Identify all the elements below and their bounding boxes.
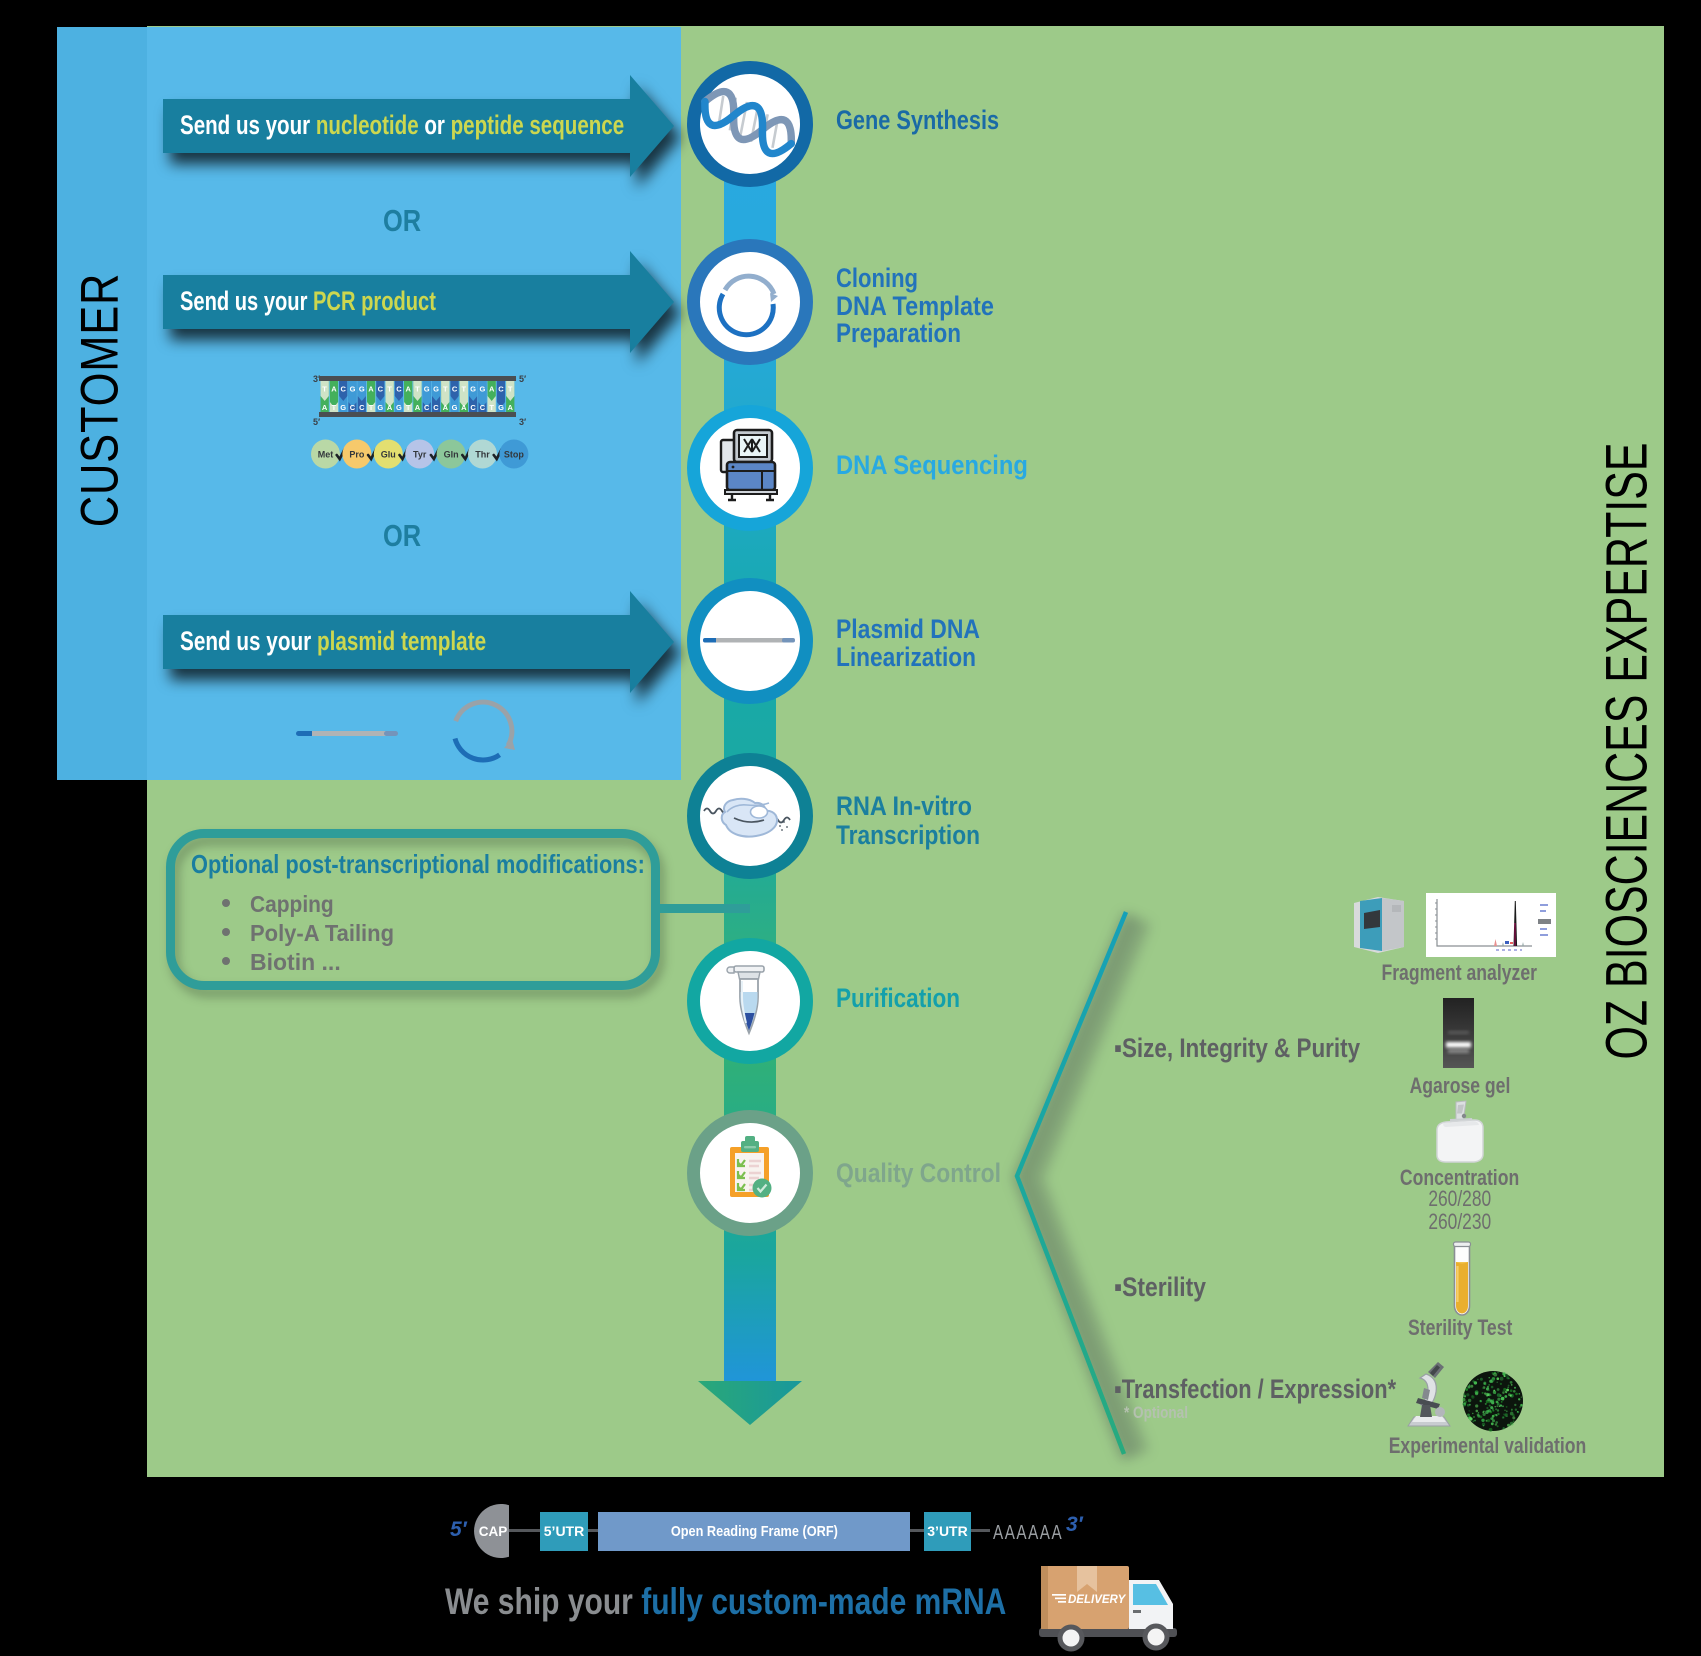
svg-text:T: T	[462, 385, 467, 394]
svg-text:T: T	[406, 403, 411, 412]
svg-text:A: A	[443, 403, 449, 412]
svg-text:G: G	[350, 385, 356, 394]
svg-text:T: T	[369, 403, 374, 412]
svg-text:Glu: Glu	[381, 450, 396, 460]
svg-text:3′: 3′	[313, 374, 320, 384]
svg-text:T: T	[489, 403, 494, 412]
svg-text:T: T	[332, 403, 337, 412]
svg-text:Stop: Stop	[504, 450, 524, 460]
svg-text:C: C	[433, 403, 439, 412]
svg-text:A: A	[415, 403, 421, 412]
svg-text:G: G	[452, 403, 458, 412]
svg-text:G: G	[396, 403, 402, 412]
svg-text:Thr: Thr	[475, 450, 490, 460]
svg-text:C: C	[350, 403, 356, 412]
svg-text:T: T	[415, 385, 420, 394]
svg-text:A: A	[322, 403, 328, 412]
svg-text:C: C	[452, 385, 458, 394]
svg-text:G: G	[377, 403, 383, 412]
svg-text:T: T	[508, 385, 513, 394]
svg-text:C: C	[378, 385, 384, 394]
svg-text:Gln: Gln	[444, 450, 459, 460]
svg-text:G: G	[424, 385, 430, 394]
svg-text:A: A	[387, 403, 393, 412]
svg-text:C: C	[424, 403, 430, 412]
svg-text:C: C	[359, 403, 365, 412]
svg-text:A: A	[331, 385, 337, 394]
svg-text:Met: Met	[318, 450, 334, 460]
svg-text:G: G	[433, 385, 439, 394]
svg-text:T: T	[322, 385, 327, 394]
svg-text:A: A	[368, 385, 374, 394]
svg-text:C: C	[498, 385, 504, 394]
svg-text:G: G	[479, 385, 485, 394]
svg-text:A: A	[507, 403, 513, 412]
svg-text:3′: 3′	[519, 417, 526, 427]
svg-text:Pro: Pro	[349, 450, 365, 460]
svg-text:Tyr: Tyr	[413, 450, 427, 460]
svg-text:G: G	[470, 385, 476, 394]
svg-text:C: C	[480, 403, 486, 412]
svg-text:G: G	[359, 385, 365, 394]
svg-text:G: G	[498, 403, 504, 412]
svg-text:C: C	[396, 385, 402, 394]
svg-text:A: A	[405, 385, 411, 394]
svg-text:5′: 5′	[519, 374, 526, 384]
svg-text:A: A	[461, 403, 467, 412]
svg-text:CAP: CAP	[479, 1524, 508, 1539]
svg-text:G: G	[340, 403, 346, 412]
svg-text:5′: 5′	[313, 417, 320, 427]
svg-text:T: T	[387, 385, 392, 394]
svg-text:T: T	[443, 385, 448, 394]
svg-text:C: C	[340, 385, 346, 394]
svg-text:C: C	[470, 403, 476, 412]
svg-text:DELIVERY: DELIVERY	[1068, 1594, 1127, 1606]
svg-text:A: A	[489, 385, 495, 394]
